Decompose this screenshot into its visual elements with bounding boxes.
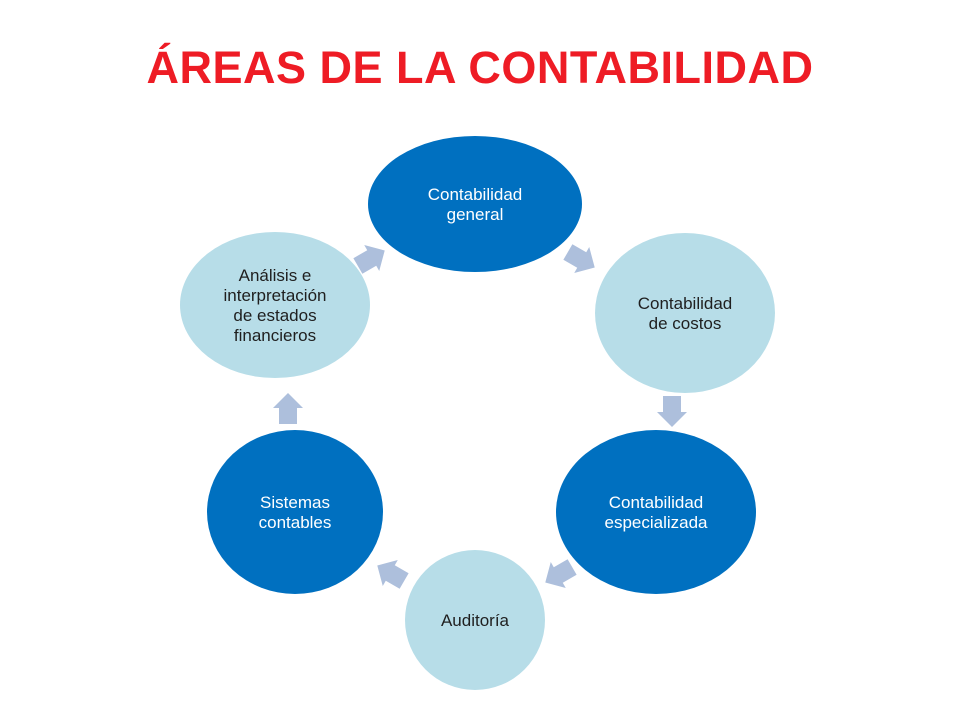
node-ellipse <box>405 550 545 690</box>
node-label-line: Análisis e <box>239 266 312 285</box>
node-label-line: contables <box>259 513 332 532</box>
node-label-line: financieros <box>234 326 316 345</box>
cycle-node: Auditoría <box>405 550 545 690</box>
node-ellipse <box>180 232 370 378</box>
node-label-line: Contabilidad <box>428 185 523 204</box>
node-label-line: Sistemas <box>260 493 330 512</box>
connector-arrow-icon <box>657 396 687 427</box>
connector-arrow-icon <box>353 245 385 274</box>
node-ellipse <box>595 233 775 393</box>
connector-arrow-icon <box>273 393 303 424</box>
node-label-line: Contabilidad <box>638 294 733 313</box>
node-label-line: de estados <box>233 306 316 325</box>
node-label: Auditoría <box>441 611 510 630</box>
node-label-line: interpretación <box>223 286 326 305</box>
node-label-line: de costos <box>649 314 722 333</box>
connector-arrow-icon <box>563 244 595 273</box>
node-label-line: Auditoría <box>441 611 510 630</box>
node-ellipse <box>207 430 383 594</box>
connector-arrow-icon <box>545 559 577 588</box>
node-label-line: general <box>447 205 504 224</box>
node-label-line: Contabilidad <box>609 493 704 512</box>
node-ellipse <box>368 136 582 272</box>
page-title: ÁREAS DE LA CONTABILIDAD <box>146 42 814 93</box>
connector-arrows <box>273 244 687 589</box>
node-label-line: especializada <box>604 513 708 532</box>
node-ellipse <box>556 430 756 594</box>
connector-arrow-icon <box>377 560 409 589</box>
